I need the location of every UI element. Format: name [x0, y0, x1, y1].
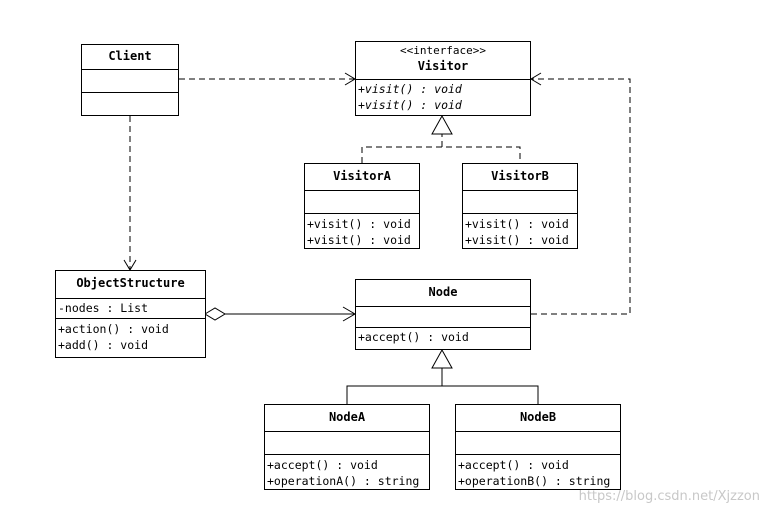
class-name: VisitorA	[333, 169, 391, 183]
visitor-realization-lines	[361, 134, 521, 163]
method-row: +visit() : void	[307, 233, 411, 247]
visitor-a-class[interactable]: VisitorA +visit() : void +visit() : void	[304, 163, 420, 249]
class-name: Visitor	[417, 59, 469, 73]
realization-triangle	[431, 114, 453, 135]
visitor-interface-class[interactable]: <<interface>> Visitor +visit() : void +v…	[355, 41, 531, 116]
method-row: +visit() : void	[465, 217, 569, 231]
attribute-row: -nodes : List	[58, 301, 149, 315]
class-name: NodeB	[519, 410, 557, 424]
method-row: +visit() : void	[307, 217, 411, 231]
node-class[interactable]: Node +accept() : void	[355, 279, 531, 350]
class-name: VisitorB	[491, 169, 549, 183]
method-row: +action() : void	[58, 322, 169, 336]
node-a-class[interactable]: NodeA +accept() : void +operationA() : s…	[264, 404, 430, 490]
aggregation-diamond	[204, 307, 226, 321]
method-row: +visit() : void	[358, 82, 462, 96]
method-row: +accept() : void	[458, 458, 569, 472]
method-row: +visit() : void	[358, 98, 462, 112]
watermark-text: https://blog.csdn.net/Xjzzon	[578, 489, 760, 504]
stereotype-label: <<interface>>	[399, 44, 487, 57]
node-b-class[interactable]: NodeB +accept() : void +operationB() : s…	[455, 404, 621, 490]
method-row: +accept() : void	[267, 458, 378, 472]
method-row: +operationB() : string	[458, 474, 611, 488]
class-name: ObjectStructure	[76, 276, 185, 290]
class-name: Client	[108, 49, 152, 63]
node-generalization-lines	[346, 368, 539, 404]
method-row: +add() : void	[58, 338, 149, 352]
generalization-triangle	[431, 348, 453, 369]
method-row: +operationA() : string	[267, 474, 420, 488]
method-row: +visit() : void	[465, 233, 569, 247]
client-class[interactable]: Client	[81, 44, 179, 116]
class-name: Node	[428, 285, 458, 299]
dependency-arrowhead	[530, 72, 542, 86]
class-name: NodeA	[328, 410, 366, 424]
method-row: +accept() : void	[358, 330, 469, 344]
node-visitor-dependency	[531, 78, 631, 315]
object-structure-class[interactable]: ObjectStructure -nodes : List +action() …	[55, 270, 206, 358]
visitor-b-class[interactable]: VisitorB +visit() : void +visit() : void	[462, 163, 578, 249]
